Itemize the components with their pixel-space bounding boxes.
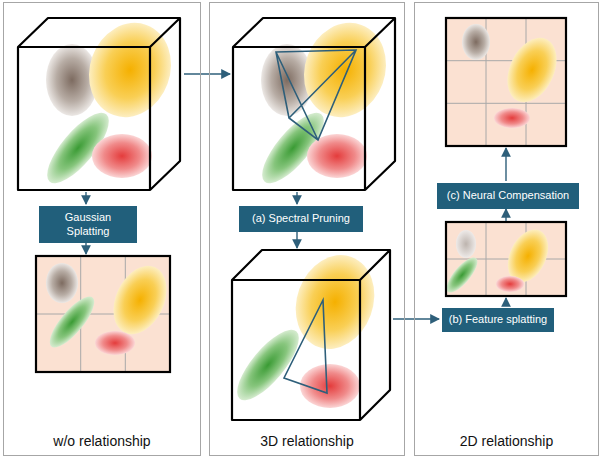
gaussian-cube [18,11,184,192]
pixel-grid [446,18,566,146]
gaussian-ellipse [227,321,308,409]
image-border [36,256,170,372]
gaussian-cube [233,11,399,192]
cube-outline [232,250,390,420]
box-label: (c) Neural Compensation [447,189,569,202]
splat [494,108,530,128]
panel-label: w/o relationship [53,433,150,449]
flow-arrow [85,243,86,254]
flow-arrow [393,318,439,319]
flow-arrow [505,148,506,181]
rendered-image [446,18,566,146]
splat [103,257,177,343]
process-box: (b) Feature splatting [442,308,554,332]
image-ground [446,18,566,146]
gaussian-ellipse [283,244,387,360]
flow-arrow [296,232,297,248]
splat [462,24,490,60]
image-border [446,222,566,296]
process-box: (c) Neural Compensation [437,183,579,209]
flow-arrow [505,298,506,306]
splat [456,230,476,258]
relation-graph [276,50,356,140]
gaussian-ellipse [307,134,367,178]
process-box: Gaussian Splatting [39,206,137,243]
image-border [446,18,566,146]
flow-arrow [296,192,297,204]
splat [43,290,101,353]
splat [46,263,78,303]
flow-arrow [505,209,506,221]
process-box: (a) Spectral Pruning [239,206,363,232]
splat [498,30,567,110]
flow-arrow [184,73,230,74]
pixel-grid [446,222,566,296]
splat [496,276,524,292]
cube-outline [18,18,180,190]
feature-image [442,222,566,297]
stage-panel: 2D relationship (c) Neural Compensation (b… [414,2,599,456]
panel-label: 3D relationship [260,433,353,449]
pruned-cube [227,244,390,420]
gaussian-ellipse [92,134,152,178]
flow-arrow [85,192,86,204]
rendered-image [36,256,177,372]
box-label: (a) Spectral Pruning [252,212,350,225]
box-label: (b) Feature splatting [449,313,547,326]
splat [442,253,483,297]
stage-panel: w/o relationship Gaussian Splatting [3,2,201,456]
stage-panel: 3D relationship (a) Spectral Pruning [209,2,405,456]
panel-label: 2D relationship [460,433,553,449]
image-ground [446,222,566,296]
box-label: Gaussian Splatting [43,211,133,237]
cube-outline [233,18,395,190]
splat [95,331,135,355]
relation-graph [284,300,327,393]
